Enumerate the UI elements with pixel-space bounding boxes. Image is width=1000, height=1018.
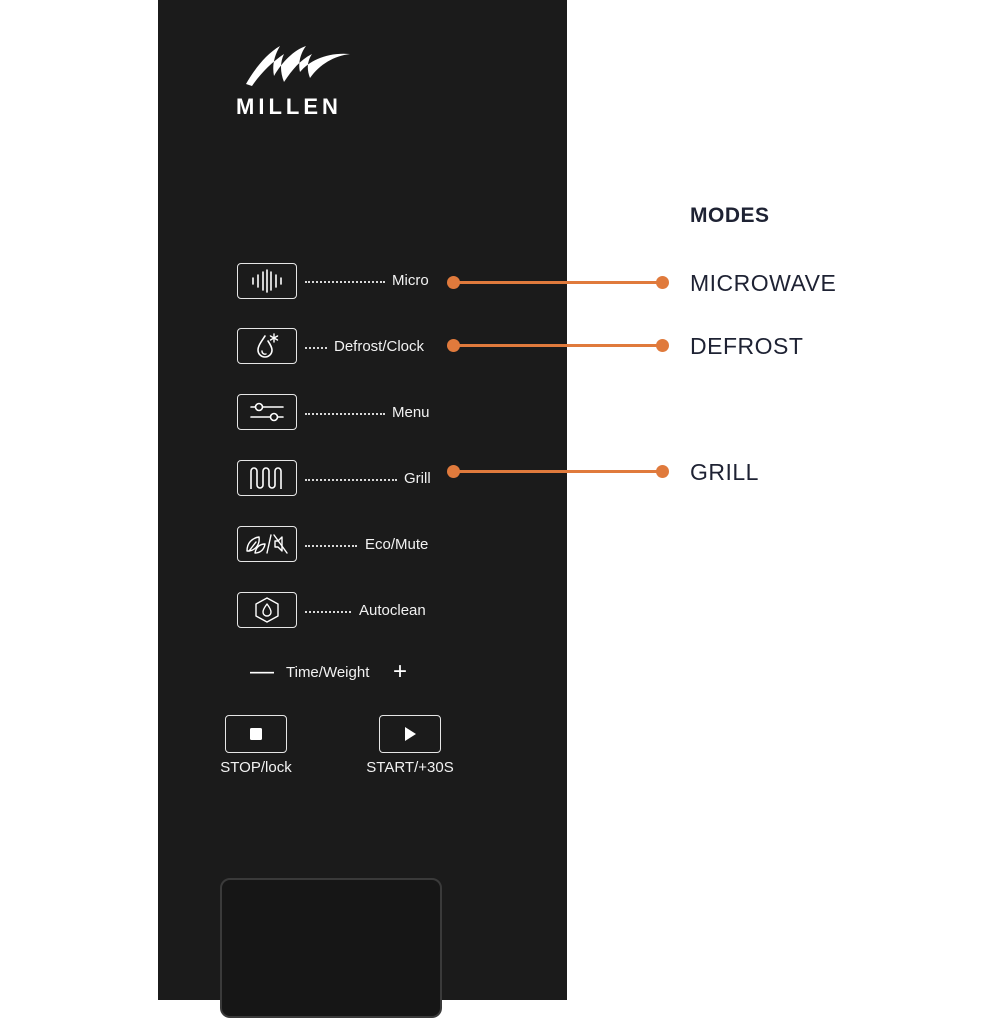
defrost-clock-button[interactable]: [237, 328, 297, 364]
micro-leader-dots: [305, 281, 385, 283]
menu-label: Menu: [392, 404, 430, 421]
defrost-clock-label: Defrost/Clock: [334, 338, 425, 355]
eco-leader-dots: [305, 545, 357, 547]
autoclean-button[interactable]: [237, 592, 297, 628]
mode-defrost: DEFROST: [690, 333, 804, 359]
brand-name: MILLEN: [236, 94, 342, 119]
brand-logo: MILLEN: [236, 40, 356, 120]
menu-sliders-icon: [250, 402, 284, 422]
stop-lock-label: STOP/lock: [220, 759, 292, 776]
defrost-leader-dots: [305, 347, 327, 349]
control-panel: [158, 0, 567, 1000]
grill-label: Grill: [404, 470, 431, 487]
defrost-drop-icon: [257, 333, 279, 358]
callout-dot-grill-end: [656, 465, 669, 478]
autoclean-label: Autoclean: [359, 602, 426, 619]
millen-wave-logo-icon: [246, 46, 350, 86]
callout-line-grill: [453, 470, 663, 473]
mode-grill: GRILL: [690, 459, 759, 485]
modes-title: MODES: [690, 204, 770, 227]
grill-leader-dots: [305, 479, 397, 481]
autoclean-leader-dots: [305, 611, 351, 613]
microwave-waves-icon: [252, 269, 282, 293]
start-button[interactable]: [379, 715, 441, 753]
eco-mute-icon: [246, 534, 288, 554]
play-triangle-icon: [405, 727, 416, 741]
time-plus-button[interactable]: +: [393, 658, 408, 685]
grill-coil-icon: [250, 467, 282, 489]
menu-button[interactable]: [237, 394, 297, 430]
time-weight-label: Time/Weight: [286, 664, 370, 681]
callout-dot-micro-end: [656, 276, 669, 289]
time-minus-button[interactable]: —: [250, 658, 274, 685]
stop-square-icon: [250, 728, 262, 740]
stop-lock-button[interactable]: [225, 715, 287, 753]
callout-dot-defrost-end: [656, 339, 669, 352]
start-label: START/+30S: [366, 759, 454, 776]
autoclean-drop-icon: [255, 597, 279, 623]
mode-microwave: MICROWAVE: [690, 270, 837, 296]
micro-button[interactable]: [237, 263, 297, 299]
microwave-door-window: [220, 878, 442, 1018]
callout-line-defrost: [453, 344, 663, 347]
grill-button[interactable]: [237, 460, 297, 496]
menu-leader-dots: [305, 413, 385, 415]
callout-line-micro: [453, 281, 663, 284]
micro-label: Micro: [392, 272, 429, 289]
eco-mute-label: Eco/Mute: [365, 536, 429, 553]
eco-mute-button[interactable]: [237, 526, 297, 562]
